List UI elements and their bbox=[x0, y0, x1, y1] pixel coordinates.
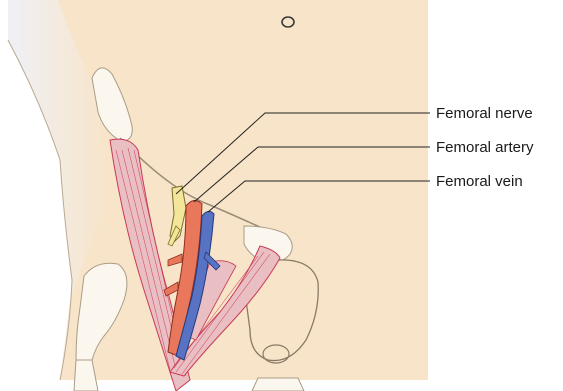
label-femoral-nerve: Femoral nerve bbox=[436, 106, 533, 121]
perineum-strip bbox=[252, 378, 304, 391]
label-femoral-artery: Femoral artery bbox=[436, 140, 534, 155]
label-femoral-vein: Femoral vein bbox=[436, 174, 523, 189]
